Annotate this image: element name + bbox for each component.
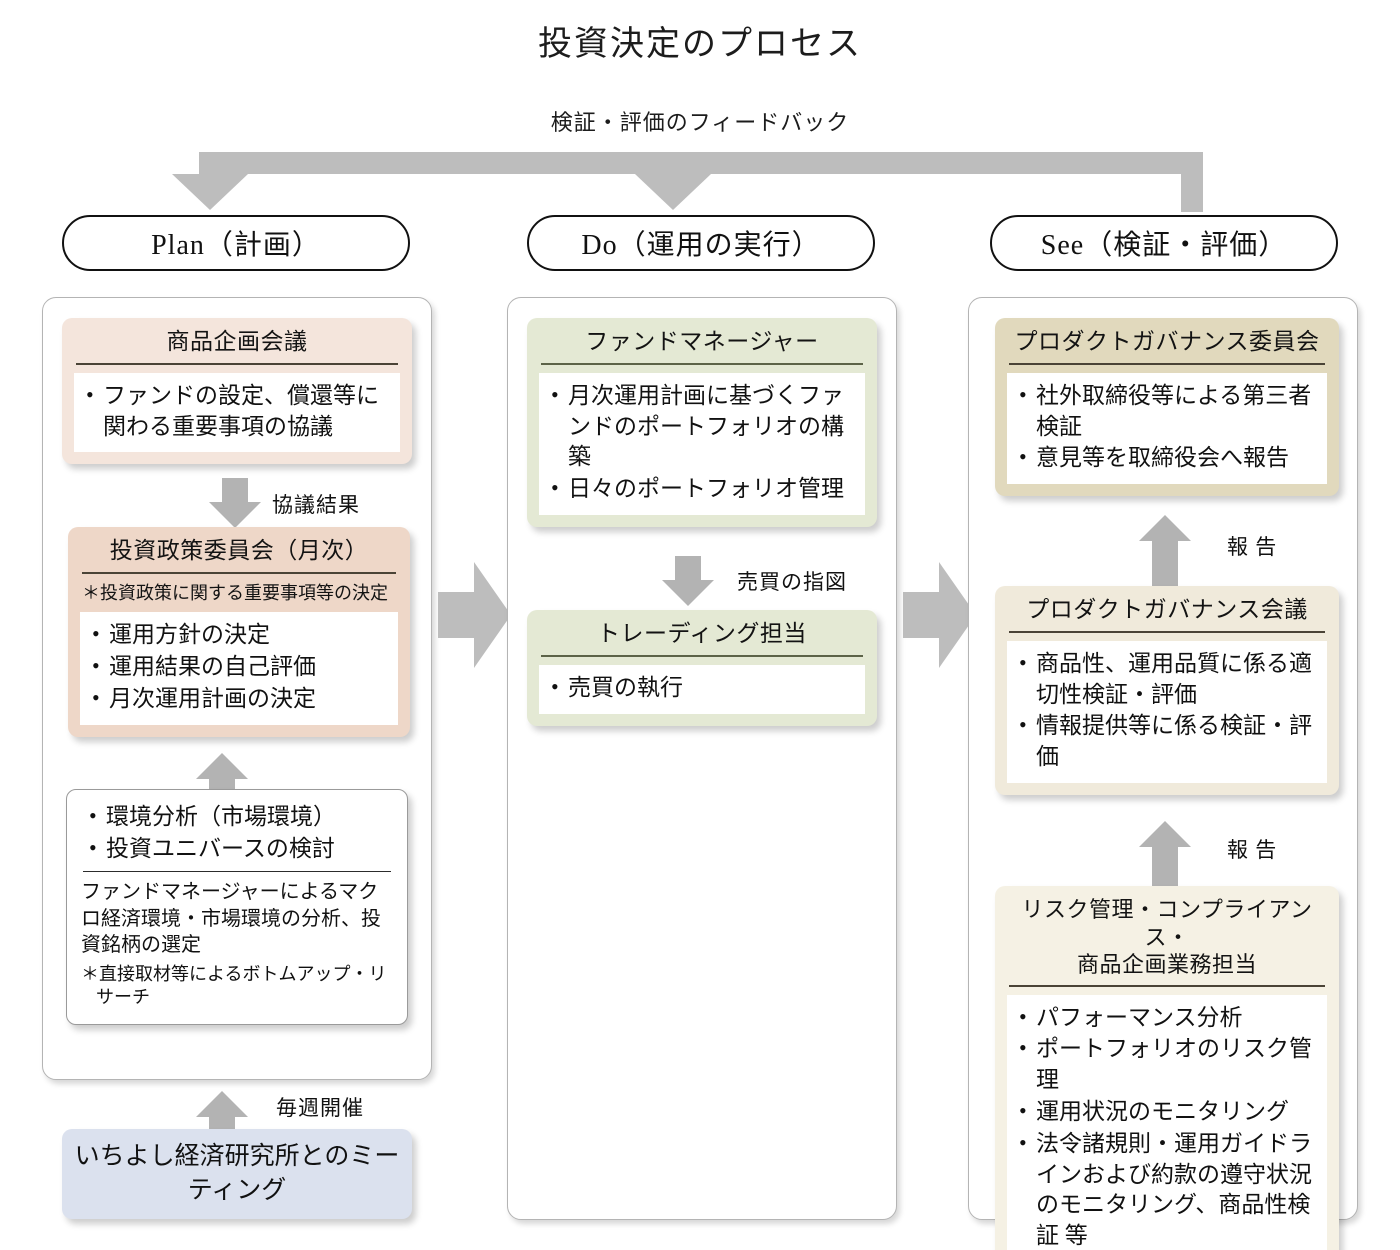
card-body-product-planning: ファンドの設定、償還等に関わる重要事項の協議 <box>74 372 400 453</box>
card-title-risk-management-line1: リスク管理・コンプライアンス・ <box>1021 897 1313 950</box>
arrow-label-see-2: 報 告 <box>1227 838 1278 862</box>
bullet-list: 商品性、運用品質に係る適切性検証・評価 情報提供等に係る検証・評価 <box>1017 648 1319 773</box>
list-item: 投資ユニバースの検討 <box>87 833 393 865</box>
bullet-list: 社外取締役等による第三者検証 意見等を取締役会へ報告 <box>1017 380 1319 474</box>
card-product-governance-committee[interactable]: プロダクトガバナンス委員会 社外取締役等による第三者検証 意見等を取締役会へ報告 <box>995 318 1339 497</box>
bullet-list: 月次運用計画に基づくファンドのポートフォリオの構築 日々のポートフォリオ管理 <box>549 380 857 505</box>
card-ichiyoshi-meeting[interactable]: いちよし経済研究所とのミーティング <box>62 1129 412 1219</box>
card-body-governance-committee: 社外取締役等による第三者検証 意見等を取締役会へ報告 <box>1007 372 1327 485</box>
arrow-shaft-do-1 <box>675 556 701 580</box>
arrow-shaft-see-2 <box>1152 846 1178 888</box>
bullet-list: 売買の執行 <box>549 672 857 704</box>
list-item: ファンドの設定、償還等に関わる重要事項の協議 <box>84 380 392 443</box>
phase-header-plan: Plan（計画） <box>62 215 410 271</box>
card-title-fund-manager: ファンドマネージャー <box>585 329 819 354</box>
arrow-head-plan-2 <box>196 753 248 779</box>
card-title-policy-committee: 投資政策委員会（月次） <box>109 538 369 563</box>
card-title-trading-desk: トレーディング担当 <box>597 621 807 646</box>
card-body-governance-meeting: 商品性、運用品質に係る適切性検証・評価 情報提供等に係る検証・評価 <box>1007 640 1327 783</box>
arrow-head-see-2 <box>1139 821 1191 847</box>
arrow-head-do-1 <box>662 580 714 606</box>
card-divider <box>1009 362 1325 365</box>
list-item: 月次運用計画の決定 <box>90 683 390 715</box>
card-title-governance-meeting: プロダクトガバナンス会議 <box>1026 597 1308 622</box>
list-item: ポートフォリオのリスク管理 <box>1017 1033 1319 1096</box>
bullet-list: パフォーマンス分析 ポートフォリオのリスク管理 運用状況のモニタリング 法令諸規… <box>1017 1002 1319 1250</box>
card-divider <box>1009 630 1325 633</box>
arrow-head-plan-1 <box>209 502 261 528</box>
bullet-list: ファンドの設定、償還等に関わる重要事項の協議 <box>84 380 392 443</box>
phase-header-do-label: Do（運用の実行） <box>581 230 821 261</box>
list-item: 情報提供等に係る検証・評価 <box>1017 710 1319 773</box>
arrow-shaft-plan-1 <box>222 478 248 502</box>
arrow-label-see-1: 報 告 <box>1227 535 1278 559</box>
phase-header-see: See（検証・評価） <box>990 215 1338 271</box>
card-body-fund-manager: 月次運用計画に基づくファンドのポートフォリオの構築 日々のポートフォリオ管理 <box>539 372 865 515</box>
flow-arrow-do-to-see <box>903 560 977 670</box>
arrow-shaft-see-1 <box>1152 540 1178 588</box>
list-item: 売買の執行 <box>549 672 857 704</box>
card-divider <box>83 870 391 873</box>
card-fund-manager[interactable]: ファンドマネージャー 月次運用計画に基づくファンドのポートフォリオの構築 日々の… <box>527 318 877 527</box>
card-title-risk-management-line2: 商品企画業務担当 <box>1076 952 1257 977</box>
list-item: 社外取締役等による第三者検証 <box>1017 380 1319 443</box>
arrow-label-do-1: 売買の指図 <box>737 570 847 594</box>
page-title: 投資決定のプロセス <box>538 26 862 63</box>
list-item: 法令諸規則・運用ガイドラインおよび約款の遵守状況のモニタリング、商品性検証 等 <box>1017 1128 1319 1250</box>
phase-header-do: Do（運用の実行） <box>527 215 875 271</box>
flow-arrow-plan-to-do <box>438 560 512 670</box>
bullet-list-analysis: 環境分析（市場環境） 投資ユニバースの検討 <box>87 801 393 865</box>
card-divider <box>82 571 396 574</box>
feedback-arrow-stem-do <box>662 152 684 178</box>
card-title-governance-committee: プロダクトガバナンス委員会 <box>1014 329 1320 354</box>
card-divider <box>1009 984 1325 987</box>
card-product-planning-meeting[interactable]: 商品企画会議 ファンドの設定、償還等に関わる重要事項の協議 <box>62 318 412 465</box>
list-item: パフォーマンス分析 <box>1017 1002 1319 1034</box>
list-item: 運用状況のモニタリング <box>1017 1096 1319 1128</box>
card-title-product-planning: 商品企画会議 <box>166 329 308 354</box>
feedback-arrow-head-do <box>635 174 711 210</box>
list-item: 運用結果の自己評価 <box>90 651 390 683</box>
card-risk-management[interactable]: リスク管理・コンプライアンス・ 商品企画業務担当 パフォーマンス分析 ポートフォ… <box>995 886 1339 1250</box>
list-item: 月次運用計画に基づくファンドのポートフォリオの構築 <box>549 380 857 473</box>
analysis-note-wrap: ＊直接取材等によるボトムアップ・リサーチ <box>81 963 393 1010</box>
card-body-policy-committee: 運用方針の決定 運用結果の自己評価 月次運用計画の決定 <box>80 612 398 725</box>
card-product-governance-meeting[interactable]: プロダクトガバナンス会議 商品性、運用品質に係る適切性検証・評価 情報提供等に係… <box>995 586 1339 795</box>
feedback-arrow-head-plan <box>172 174 248 210</box>
list-item: 日々のポートフォリオ管理 <box>549 473 857 505</box>
card-environment-analysis[interactable]: 環境分析（市場環境） 投資ユニバースの検討 ファンドマネージャーによるマクロ経済… <box>66 789 408 1025</box>
card-divider <box>541 654 863 657</box>
card-investment-policy-committee[interactable]: 投資政策委員会（月次） ＊投資政策に関する重要事項等の決定 運用方針の決定 運用… <box>68 527 410 737</box>
list-item: 意見等を取締役会へ報告 <box>1017 442 1319 474</box>
analysis-paragraph: ファンドマネージャーによるマクロ経済環境・市場環境の分析、投資銘柄の選定 <box>81 881 381 957</box>
phase-header-plan-label: Plan（計画） <box>151 230 321 261</box>
feedback-arrow-label: 検証・評価のフィードバック <box>550 110 850 135</box>
card-divider <box>541 362 863 365</box>
card-title-ichiyoshi-meeting: いちよし経済研究所とのミーティング <box>74 1143 400 1204</box>
arrow-label-plan-2: 毎週開催 <box>276 1096 364 1120</box>
list-item: 運用方針の決定 <box>90 619 390 651</box>
phase-header-see-label: See（検証・評価） <box>1040 230 1288 261</box>
card-body-trading-desk: 売買の執行 <box>539 664 865 714</box>
card-body-risk-management: パフォーマンス分析 ポートフォリオのリスク管理 運用状況のモニタリング 法令諸規… <box>1007 994 1327 1250</box>
card-divider <box>76 362 398 365</box>
arrow-label-plan-1: 協議結果 <box>272 493 360 517</box>
arrow-head-see-1 <box>1139 515 1191 541</box>
card-note-policy-committee: ＊投資政策に関する重要事項等の決定 <box>82 582 388 603</box>
feedback-arrow-stem-plan <box>199 152 221 178</box>
feedback-arrow-riser <box>1181 152 1203 212</box>
card-trading-desk[interactable]: トレーディング担当 売買の執行 <box>527 610 877 726</box>
arrow-head-plan-3 <box>196 1091 248 1117</box>
list-item: 商品性、運用品質に係る適切性検証・評価 <box>1017 648 1319 711</box>
feedback-arrow-bar <box>199 152 1203 174</box>
list-item: 環境分析（市場環境） <box>87 801 393 833</box>
analysis-note: ＊直接取材等によるボトムアップ・リサーチ <box>81 963 387 1008</box>
bullet-list: 運用方針の決定 運用結果の自己評価 月次運用計画の決定 <box>90 619 390 715</box>
